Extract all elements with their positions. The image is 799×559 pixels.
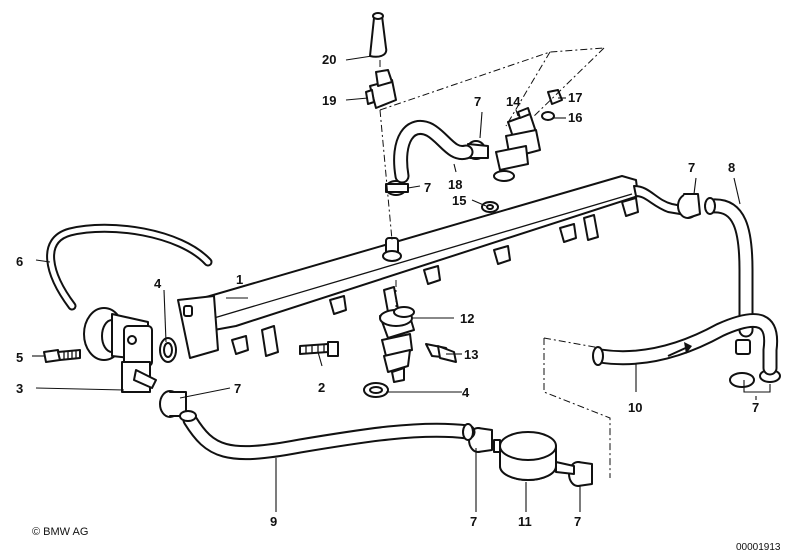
hose-18 bbox=[393, 120, 474, 184]
callout-18: 18 bbox=[448, 177, 462, 192]
hose-clamp bbox=[385, 180, 409, 196]
clip-13 bbox=[425, 343, 457, 363]
callout-7: 7 bbox=[474, 94, 481, 109]
screw-5 bbox=[43, 349, 81, 363]
seal-ring-4 bbox=[159, 337, 177, 363]
seal-ring-4-lower bbox=[363, 382, 389, 398]
leader-lines bbox=[32, 55, 771, 512]
callout-4: 4 bbox=[154, 276, 162, 291]
washer-15 bbox=[481, 201, 499, 213]
diagram-number: 00001913 bbox=[736, 542, 781, 553]
callout-7: 7 bbox=[234, 381, 241, 396]
vacuum-hose-6 bbox=[46, 223, 213, 311]
return-hose-8 bbox=[704, 197, 754, 338]
callout-10: 10 bbox=[628, 400, 642, 415]
copyright-text: © BMW AG bbox=[32, 526, 89, 538]
callout-7: 7 bbox=[688, 160, 695, 175]
callout-2: 2 bbox=[318, 380, 325, 395]
callout-6: 6 bbox=[16, 254, 23, 269]
callout-17: 17 bbox=[568, 90, 582, 105]
callout-7: 7 bbox=[424, 180, 431, 195]
callout-20: 20 bbox=[322, 52, 336, 67]
connector-19 bbox=[365, 69, 397, 109]
callout-9: 9 bbox=[270, 514, 277, 529]
fuel-rail bbox=[177, 175, 683, 359]
callout-5: 5 bbox=[16, 350, 23, 365]
cap-20 bbox=[369, 12, 388, 58]
callout-4: 4 bbox=[462, 385, 470, 400]
callout-11: 11 bbox=[518, 514, 532, 529]
nut-17 bbox=[547, 89, 563, 105]
callout-8: 8 bbox=[728, 160, 735, 175]
callout-12: 12 bbox=[460, 311, 474, 326]
callout-1: 1 bbox=[236, 272, 243, 287]
fuel-hose-9 bbox=[179, 410, 476, 461]
callout-19: 19 bbox=[322, 93, 336, 108]
screw-2 bbox=[299, 341, 339, 357]
callout-7: 7 bbox=[574, 514, 581, 529]
callout-7: 7 bbox=[752, 400, 759, 415]
washer-16 bbox=[541, 111, 555, 121]
callout-13: 13 bbox=[464, 347, 478, 362]
callout-16: 16 bbox=[568, 110, 582, 125]
callout-7: 7 bbox=[470, 514, 477, 529]
hose-clamp bbox=[468, 427, 493, 453]
valve-14 bbox=[493, 107, 541, 182]
pressure-regulator bbox=[83, 307, 157, 393]
hose-clamp bbox=[677, 193, 701, 219]
assembly-lines bbox=[379, 47, 611, 478]
callout-labels: 1 2 3 4 4 5 6 7 7 7 7 7 7 7 8 9 10 11 12… bbox=[16, 52, 759, 529]
injector-12 bbox=[379, 306, 415, 383]
callout-15: 15 bbox=[452, 193, 466, 208]
callout-14: 14 bbox=[506, 94, 521, 109]
fuel-damper-11 bbox=[493, 431, 575, 481]
callout-3: 3 bbox=[16, 381, 23, 396]
hose-10 bbox=[592, 313, 779, 376]
